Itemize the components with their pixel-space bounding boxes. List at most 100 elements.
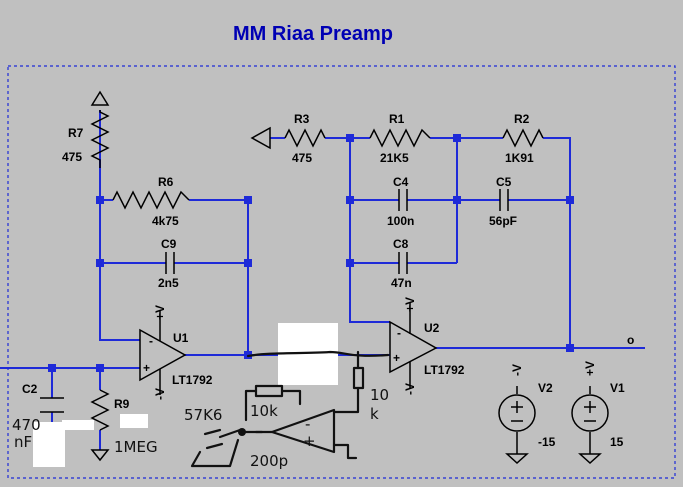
junction [244,259,252,267]
r1-value: 21K5 [380,151,409,165]
redaction-patch [120,414,148,428]
u1-inv-pin: - [149,334,153,348]
junction [96,196,104,204]
c5-value: 56pF [489,214,517,228]
r1-ref: R1 [389,112,405,126]
hand-wire [332,443,358,460]
ground-arrow-icon [90,90,110,106]
c8-capacitor: C8 47n [391,237,412,290]
r7-ref: R7 [68,126,84,140]
u2-model: LT1792 [424,363,465,377]
v1-ref: V1 [610,381,625,395]
r7-value: 475 [62,150,82,164]
v2-source: -V V2 -15 [498,364,556,465]
r6-resistor: R6 4k75 [112,175,190,228]
r2-ref: R2 [514,112,530,126]
hand-pin-minus: - [305,415,310,433]
hand-res-a: 57K6 [184,406,222,424]
v1-source: +V V1 15 [571,361,625,465]
c9-value: 2n5 [158,276,179,290]
hand-c2-value-line2: nF [14,433,32,451]
r2-value: 1K91 [505,151,534,165]
junction [96,364,104,372]
output-net-label: o [627,333,634,347]
r3-ref: R3 [294,112,310,126]
u1-model: LT1792 [172,373,213,387]
hand-resistor [352,366,365,390]
c4-capacitor: C4 100n [387,175,414,228]
c8-value: 47n [391,276,412,290]
u1-opamp: - + +V -V U1 LT1792 [139,305,213,400]
hand-c2-value-line1: 470 [12,416,41,434]
u2-vminus-label: -V [403,383,417,395]
stage2-wires [250,137,645,356]
c4-value: 100n [387,214,414,228]
r3-value: 475 [292,151,312,165]
c5-capacitor: C5 56pF [489,175,517,228]
c2-ref: C2 [22,382,38,396]
redaction-patch [62,420,94,430]
junction [96,259,104,267]
r6-value: 4k75 [152,214,179,228]
u1-ref: U1 [173,331,189,345]
v2-ref: V2 [538,381,553,395]
junction [566,196,574,204]
c9-ref: C9 [161,237,177,251]
ground-arrow-icon [250,126,271,150]
v1-value: 15 [610,435,624,449]
junction [346,259,354,267]
handwritten-overlay: 470 nF 1MEG 57K6 10k 10 k 200p - + [12,323,390,470]
hand-wire [190,428,242,468]
junction [346,196,354,204]
u1-noninv-pin: + [143,361,150,375]
hand-opamp [270,408,336,454]
hand-res-c-line2: k [370,405,379,423]
opamp-symbol [389,320,438,374]
v1-net-label: +V [583,361,597,376]
hand-r9-value: 1MEG [114,438,158,456]
stage2-junctions [346,134,574,352]
hand-res-b: 10k [250,402,278,420]
junction [453,134,461,142]
hand-resistor [254,384,284,398]
c5-ref: C5 [496,175,512,189]
r9-resistor: R9 [90,389,130,462]
ground-icon [90,449,110,462]
c9-capacitor: C9 2n5 [158,237,179,290]
u2-opamp: - + +V -V U2 LT1792 [389,297,465,395]
hand-cap-value: 200p [250,452,288,470]
junction [346,134,354,142]
c4-ref: C4 [393,175,409,189]
r9-ref: R9 [114,397,130,411]
r1-resistor: R1 21K5 [369,112,431,165]
u2-vplus-label: +V [403,297,417,312]
u2-noninv-pin: + [393,351,400,365]
u2-ref: U2 [424,321,440,335]
u2-inv-pin: - [397,326,401,340]
u1-vplus-label: +V [153,305,167,320]
junction [566,344,574,352]
junction [453,196,461,204]
v2-value: -15 [538,435,556,449]
r3-resistor: R3 475 [250,112,326,165]
hand-res-c-line1: 10 [370,386,389,404]
hand-capacitor [203,428,224,450]
hand-pin-plus: + [303,432,316,450]
hand-wire [332,350,360,414]
c2-capacitor: C2 [22,382,64,413]
ground-icon [505,453,529,465]
schematic-title: MM Riaa Preamp [233,23,393,45]
r7-resistor: R7 475 [62,90,110,168]
sheet-border [7,65,676,479]
v2-net-label: -V [510,364,524,376]
opamp-symbol [139,328,187,382]
redaction-patch [33,422,65,467]
r2-resistor: R2 1K91 [502,112,544,165]
r6-ref: R6 [158,175,174,189]
hand-wire [246,350,390,358]
u1-vminus-label: -V [153,388,167,400]
hand-wire [244,389,302,422]
ground-icon [578,453,602,465]
